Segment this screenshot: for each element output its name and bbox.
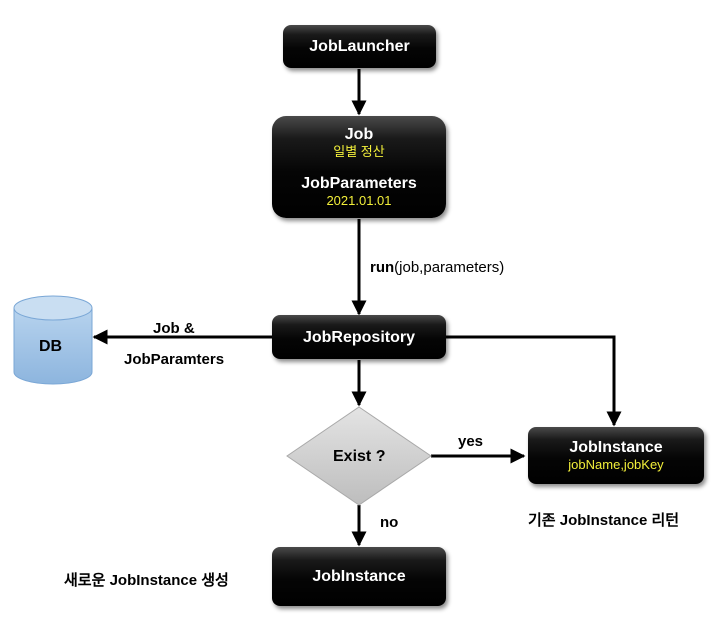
job-node: Job 일별 정산 JobParameters 2021.01.01 [272,116,446,218]
job-instance-existing-subtitle: jobName,jobKey [568,457,664,472]
db-edge-label-line1: Job & [153,320,195,337]
existing-instance-annotation: 기존 JobInstance 리턴 [528,512,680,529]
db-edge-label-line2: JobParamters [124,351,225,368]
job-launcher-title: JobLauncher [309,38,410,55]
exist-label: Exist ? [333,448,386,465]
job-repository-node: JobRepository [272,315,446,359]
job-instance-new-title: JobInstance [312,568,406,585]
yes-edge-label: yes [458,433,484,450]
run-edge-args: (job,parameters) [394,259,505,276]
job-instance-new-node: JobInstance [272,547,446,606]
db-label: DB [39,338,63,355]
job-title: Job [344,126,374,143]
job-parameters-value: 2021.01.01 [326,193,392,208]
new-instance-annotation: 새로운 JobInstance 생성 [64,572,229,589]
run-edge-label: run(job,parameters) [370,259,504,276]
job-instance-existing-node: JobInstance jobName,jobKey [528,427,704,484]
database-icon [13,295,93,385]
job-launcher-node: JobLauncher [283,25,436,68]
job-subtitle: 일별 정산 [333,144,385,159]
job-parameters-title: JobParameters [301,175,417,192]
arrow-repository-to-jobinstance [446,335,622,427]
run-edge-keyword: run [370,259,395,276]
job-repository-title: JobRepository [302,328,415,346]
no-edge-label: no [380,514,399,531]
exist-decision-diamond [286,406,432,506]
job-instance-existing-title: JobInstance [569,439,663,456]
